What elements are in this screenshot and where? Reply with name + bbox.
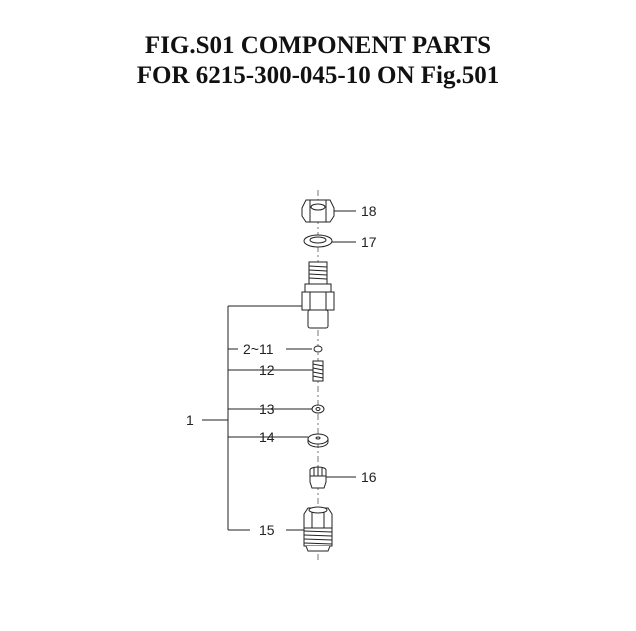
callout-16: 16 [361, 469, 377, 485]
part-16-nozzle [309, 466, 327, 489]
callout-1: 1 [186, 412, 194, 428]
callout-14: 14 [259, 429, 275, 445]
callout-18: 18 [361, 203, 377, 219]
callout-12: 12 [259, 362, 275, 378]
part-12-spring [312, 360, 324, 382]
part-14-disc [307, 433, 329, 448]
callout-17: 17 [361, 234, 377, 250]
callout-2-11: 2~11 [243, 341, 274, 357]
part-2-11-o-ring [313, 345, 323, 353]
part-13-small-washer [311, 404, 325, 414]
figure-title-line-2: FOR 6215-300-045-10 ON Fig.501 [136, 62, 500, 89]
assembly-1-bracket [202, 305, 302, 531]
callout-13: 13 [259, 401, 275, 417]
part-1-holder-body [301, 261, 335, 329]
part-15-retaining-nut [303, 506, 333, 552]
callout-15: 15 [259, 522, 275, 538]
part-18-hex-nut [301, 199, 335, 223]
figure-title-line-1: FIG.S01 COMPONENT PARTS [144, 32, 492, 59]
part-17-washer [303, 234, 333, 248]
